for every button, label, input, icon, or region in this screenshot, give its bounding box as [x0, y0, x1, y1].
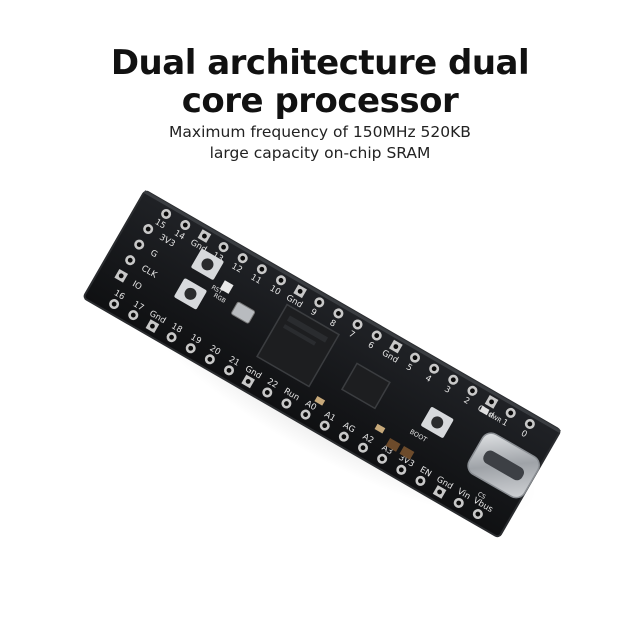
power-led	[479, 405, 490, 416]
bottom-pin-hole	[303, 412, 308, 417]
bottom-pin-hole	[245, 379, 251, 384]
top-pin-hole	[316, 299, 322, 305]
top-pin-label: 8	[328, 318, 338, 329]
bottom-pin-hole	[207, 356, 213, 362]
top-pin-label: 14	[172, 228, 186, 242]
boot-button: BOOT	[408, 407, 454, 444]
top-pin-hole	[374, 333, 380, 338]
bottom-pin-hole	[226, 367, 232, 373]
top-pin-hole	[336, 311, 341, 316]
top-pin-hole	[393, 344, 399, 349]
top-pin-hole	[489, 399, 494, 405]
cs-label: CS	[476, 491, 487, 501]
bottom-pin-label: 21	[227, 355, 241, 369]
bottom-pin-label: 16	[112, 288, 126, 302]
bottom-pin-label: 20	[208, 344, 222, 358]
small-button	[174, 278, 207, 310]
top-pin-label: 12	[230, 262, 244, 276]
headline: Dual architecture dual core processor	[0, 44, 640, 120]
top-pin-hole	[278, 277, 284, 283]
bottom-pin-hole	[188, 345, 194, 351]
bottom-pin-label: A1	[322, 410, 337, 424]
flash-memory-chip	[340, 362, 391, 410]
bottom-pin-hole	[456, 500, 462, 506]
top-pin-hole	[221, 244, 226, 250]
bottom-pin-label: 19	[189, 333, 203, 347]
top-pin-label: 2	[462, 396, 472, 407]
top-pin-label: 3	[442, 384, 452, 395]
top-pin-hole	[355, 322, 360, 327]
top-pin-label: 5	[404, 362, 414, 373]
top-pin-hole	[240, 255, 246, 261]
bottom-pin-hole	[360, 445, 366, 451]
top-pin-hole	[202, 233, 207, 239]
bottom-pin-hole	[150, 323, 155, 329]
bottom-pin-label: 18	[169, 321, 183, 335]
top-pin-label: 11	[249, 273, 263, 287]
pcb-edge-top	[143, 190, 561, 433]
bottom-pin-hole	[437, 489, 442, 495]
rp-main-chip	[256, 303, 341, 388]
headline-line-1: Dual architecture dual	[110, 43, 530, 83]
top-pin-hole	[470, 388, 475, 394]
top-pin-hole	[431, 366, 437, 372]
headline-line-2: core processor	[181, 81, 459, 121]
top-pin-hole	[182, 222, 188, 228]
top-pin-hole	[412, 355, 418, 361]
resistor	[385, 437, 401, 452]
rgb-led	[219, 280, 234, 294]
subtitle: Maximum frequency of 150MHz 520KB large …	[0, 122, 640, 164]
top-pin-label: 1	[500, 418, 510, 429]
top-pin-hole	[450, 377, 456, 383]
top-pin-label: 15	[153, 217, 167, 231]
top-pin-label: 4	[423, 373, 433, 384]
usb-c-connector	[467, 432, 540, 499]
subtitle-line-1: Maximum frequency of 150MHz 520KB	[169, 123, 471, 141]
debug-label-g: G	[148, 248, 159, 260]
bottom-pin-hole	[169, 334, 174, 340]
bottom-pin-hole	[284, 401, 289, 406]
top-pin-hole	[527, 421, 533, 427]
pcb: 1514Gnd13121110Gnd9876Gnd5432Gnd10 1617G…	[83, 190, 561, 538]
subtitle-line-2: large capacity on-chip SRAM	[209, 144, 431, 162]
pin-row-bottom: 1617Gnd18192021Gnd22RunA0A1AGA2A33V3ENGn…	[109, 288, 495, 520]
top-pin-label: 9	[308, 307, 318, 318]
bottom-pin-hole	[130, 312, 136, 318]
top-pin-hole	[259, 266, 265, 272]
capacitor	[374, 423, 386, 434]
bottom-pin-hole	[322, 423, 328, 429]
top-pin-label: 6	[366, 340, 376, 351]
bottom-pin-hole	[418, 478, 423, 484]
pin-row-top: 1514Gnd13121110Gnd9876Gnd5432Gnd10	[153, 208, 535, 440]
bottom-pin-hole	[379, 456, 385, 462]
bottom-pin-hole	[111, 301, 117, 307]
bottom-pin-hole	[341, 434, 347, 440]
top-pin-hole	[163, 211, 169, 217]
bottom-pin-hole	[398, 467, 404, 473]
bottom-pin-hole	[475, 511, 481, 517]
top-pin-hole	[508, 410, 514, 416]
bottom-pin-label: 22	[265, 377, 279, 391]
bottom-pin-label: A2	[361, 432, 376, 446]
bottom-pin-hole	[264, 390, 270, 395]
bottom-pin-label: 17	[131, 299, 145, 313]
top-pin-label: 0	[519, 429, 529, 440]
top-pin-hole	[297, 288, 303, 294]
crystal-oscillator	[231, 301, 256, 324]
top-pin-label: 7	[347, 329, 357, 340]
resistor	[399, 445, 415, 460]
top-pin-label: 10	[268, 284, 282, 298]
capacitor	[314, 395, 326, 406]
bottom-pin-label: A0	[303, 399, 318, 413]
